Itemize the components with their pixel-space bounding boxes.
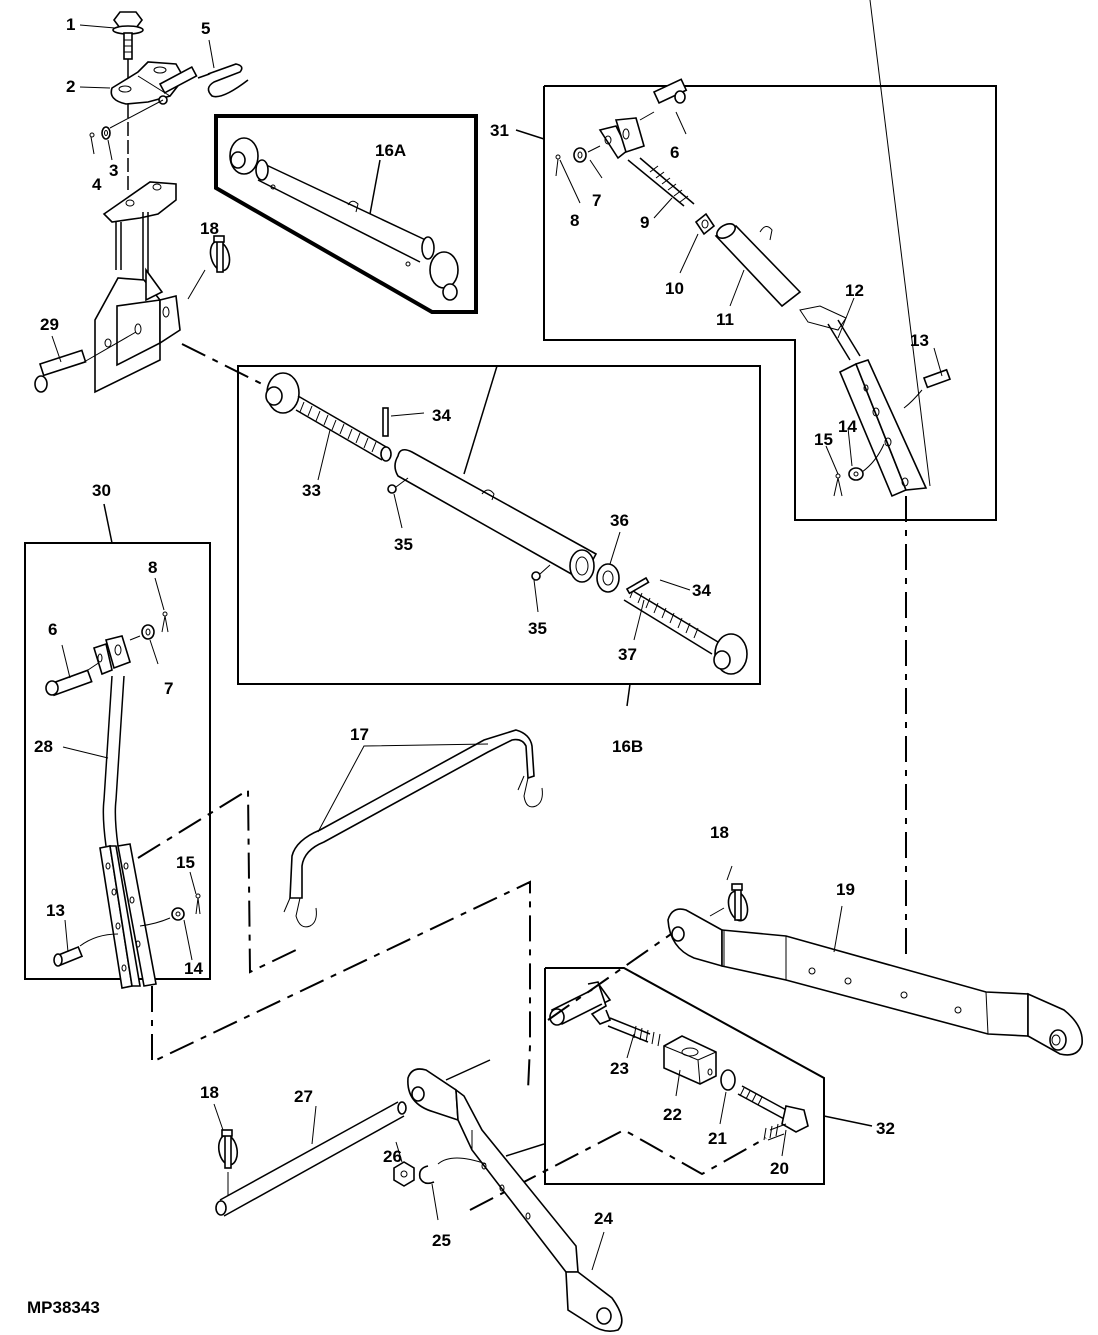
callout-8-right: 8: [570, 211, 579, 230]
callout-5: 5: [201, 19, 210, 38]
callout-33: 33: [302, 481, 321, 500]
dash-mount-16b: [181, 343, 271, 389]
figure-id: MP38343: [27, 1298, 100, 1317]
part-27-drawbar-pin: [215, 1101, 407, 1217]
callout-18-lower: 18: [200, 1083, 219, 1102]
part-3-washer: [101, 126, 111, 140]
box-31: [543, 85, 997, 521]
part-32-sway-adjuster: [549, 981, 809, 1141]
callout-14-left: 14: [184, 959, 203, 978]
callout-23: 23: [610, 1059, 629, 1078]
callout-32: 32: [876, 1119, 895, 1138]
callout-22: 22: [663, 1105, 682, 1124]
callout-28: 28: [34, 737, 53, 756]
callout-35-lower: 35: [528, 619, 547, 638]
callout-19: 19: [836, 880, 855, 899]
dash-sway-lower-link: [469, 1128, 767, 1211]
callout-18-upper: 18: [200, 219, 219, 238]
part-24-lower-link: [407, 1059, 623, 1332]
callout-20: 20: [770, 1159, 789, 1178]
callout-26: 26: [383, 1147, 402, 1166]
callout-15-right: 15: [814, 430, 833, 449]
callout-17: 17: [350, 725, 369, 744]
callout-7-right: 7: [592, 191, 601, 210]
part-18-lynch-pin-lower: [213, 1103, 239, 1196]
callout-16a: 16A: [375, 141, 406, 160]
callout-36: 36: [610, 511, 629, 530]
callout-24: 24: [594, 1209, 613, 1228]
part-17-hook-bar: [283, 729, 543, 928]
callout-16b: 16B: [612, 737, 643, 756]
callout-25: 25: [432, 1231, 451, 1250]
callout-9: 9: [640, 213, 649, 232]
part-19-lower-link: [667, 908, 1083, 1056]
part-29-clevis-pin: [34, 331, 137, 393]
callout-2: 2: [66, 77, 75, 96]
box-16b: [237, 365, 761, 685]
leader-17: [317, 743, 489, 833]
part-mount-frame: [94, 181, 181, 394]
callout-6-left: 6: [48, 620, 57, 639]
part-26-nut: [393, 1141, 415, 1187]
part-30-lift-link: [45, 611, 201, 989]
callout-14-right: 14: [838, 417, 857, 436]
callout-18-right: 18: [710, 823, 729, 842]
part-18-lynch-pin-right: [709, 865, 749, 922]
callout-labels: 1 2 3 4 5 16A 18 29 31 6 7 8 9 10 11 12 …: [34, 15, 929, 1250]
callout-12: 12: [845, 281, 864, 300]
box-16a: [214, 114, 478, 314]
callout-11: 11: [716, 310, 734, 329]
callout-37: 37: [618, 645, 637, 664]
dash-left-link-hook: [137, 788, 297, 974]
callout-3: 3: [109, 161, 118, 180]
callout-4: 4: [92, 175, 102, 194]
callout-27: 27: [294, 1087, 313, 1106]
dash-left-link-lower: [151, 880, 531, 1091]
callout-10: 10: [665, 279, 684, 298]
part-2-clevis-bracket: [110, 61, 198, 105]
dash-lower-link-19-sway: [547, 931, 675, 1021]
callout-30: 30: [92, 481, 111, 500]
part-31-lift-link: [555, 0, 951, 498]
part-16b-top-link-exploded: [265, 372, 748, 675]
callout-31: 31: [490, 121, 509, 140]
callout-6-right: 6: [670, 143, 679, 162]
callout-7-left: 7: [164, 679, 173, 698]
part-18-lynch-pin-upper: [187, 235, 231, 300]
callout-34-upper: 34: [432, 406, 451, 425]
part-5-hairpin-clip: [197, 63, 249, 98]
part-25-lock-washer: [418, 1157, 487, 1221]
callout-29: 29: [40, 315, 59, 334]
callout-1: 1: [66, 15, 75, 34]
callout-34-lower: 34: [692, 581, 711, 600]
box-32: [544, 967, 825, 1185]
part-4-cotter-pin: [89, 132, 95, 155]
box-30: [24, 542, 211, 980]
part-16a-top-link: [229, 137, 459, 301]
callout-15-left: 15: [176, 853, 195, 872]
callout-13-left: 13: [46, 901, 65, 920]
callout-35-upper: 35: [394, 535, 413, 554]
callout-8-left: 8: [148, 558, 157, 577]
callout-21: 21: [708, 1129, 727, 1148]
callout-13-right: 13: [910, 331, 929, 350]
